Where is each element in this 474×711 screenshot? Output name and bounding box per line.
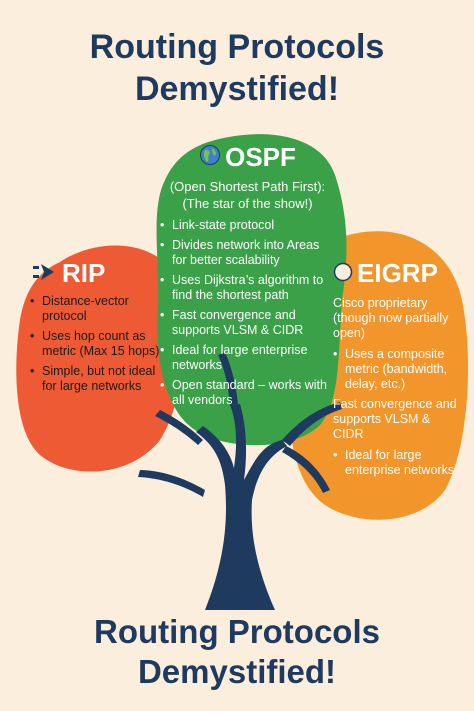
- rip-heading: RIP: [32, 258, 170, 288]
- eigrp-panel: EIGRP Cisco proprietary (though now part…: [333, 258, 458, 483]
- list-item: Ideal for large enterprise networks: [333, 448, 458, 478]
- eigrp-list-2: Ideal for large enterprise networks: [333, 448, 458, 478]
- ospf-title: OSPF: [225, 142, 296, 172]
- footer-title-line1: Routing Protocols: [94, 613, 380, 650]
- page-title-line1: Routing Protocols: [89, 28, 385, 66]
- rip-list: Distance-vector protocol Uses hop count …: [30, 294, 170, 394]
- eigrp-title: EIGRP: [357, 258, 438, 288]
- list-item: Uses Dijkstra’s algorithm to find the sh…: [160, 273, 335, 303]
- footer-title-line2: Demystified!: [137, 653, 337, 690]
- list-item: Link-state protocol: [160, 218, 335, 233]
- arrow-right-icon: [32, 258, 58, 288]
- rip-panel: RIP Distance-vector protocol Uses hop co…: [30, 258, 170, 399]
- footer-title: Routing Protocols Demystified!: [0, 612, 474, 692]
- page-title-line2: Demystified!: [134, 70, 340, 108]
- eigrp-list: Uses a composite metric (bandwidth, dela…: [333, 347, 458, 392]
- ospf-subtitle-line2: (The star of the show!): [182, 196, 313, 211]
- list-item: Divides network into Areas for better sc…: [160, 238, 335, 268]
- list-item: Fast convergence and supports VLSM & CID…: [160, 308, 335, 338]
- ospf-heading: OSPF: [160, 142, 335, 172]
- ospf-panel: OSPF (Open Shortest Path First): (The st…: [160, 142, 335, 413]
- eigrp-convergence: Fast convergence and supports VLSM & CID…: [333, 397, 457, 441]
- list-item: Uses a composite metric (bandwidth, dela…: [333, 347, 458, 392]
- ospf-subtitle: (Open Shortest Path First): (The star of…: [160, 178, 335, 212]
- ospf-subtitle-line1: (Open Shortest Path First):: [169, 179, 326, 194]
- list-item: Distance-vector protocol: [30, 294, 170, 324]
- globe-icon: [199, 142, 221, 172]
- compass-icon: [333, 258, 353, 288]
- list-item: Simple, but not ideal for large networks: [30, 364, 170, 394]
- rip-title: RIP: [62, 258, 106, 288]
- eigrp-note: Cisco proprietary (though now partially …: [333, 296, 449, 340]
- eigrp-heading: EIGRP: [333, 258, 458, 288]
- list-item: Uses hop count as metric (Max 15 hops): [30, 329, 170, 359]
- ospf-list: Link-state protocol Divides network into…: [160, 218, 335, 408]
- page-title: Routing Protocols Demystified!: [0, 26, 474, 110]
- list-item: Open standard – works with all vendors: [160, 378, 335, 408]
- list-item: Ideal for large enterprise networks: [160, 343, 335, 373]
